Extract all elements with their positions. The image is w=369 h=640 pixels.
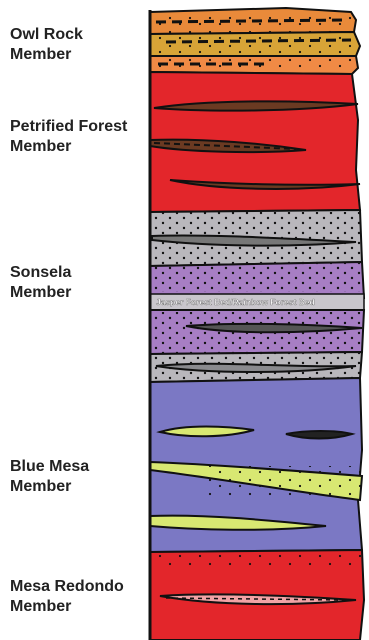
owl-rock-unit xyxy=(150,8,360,74)
owl-rock-label: Owl Rock Member xyxy=(10,25,83,65)
blue-mesa-label-line1: Blue Mesa xyxy=(10,457,89,477)
petrified-forest-label-line1: Petrified Forest xyxy=(10,117,127,137)
sonsela-label-line2: Member xyxy=(10,283,71,303)
petrified-forest-unit xyxy=(150,72,360,212)
sonsela-label: Sonsela Member xyxy=(10,263,71,303)
owl-rock-label-line1: Owl Rock xyxy=(10,25,83,45)
mesa-redondo-speckle xyxy=(150,552,364,566)
blue-mesa-label-line2: Member xyxy=(10,477,89,497)
petrified-forest-label-line2: Member xyxy=(10,137,127,157)
mesa-redondo-unit xyxy=(150,550,364,640)
sonsela-unit: Jasper Forest Bed/Rainbow Forest Bed xyxy=(150,210,364,382)
blue-mesa-unit xyxy=(150,378,362,552)
sonsela-label-line1: Sonsela xyxy=(10,263,71,283)
mesa-redondo-label: Mesa Redondo Member xyxy=(10,577,124,617)
mesa-redondo-label-line2: Member xyxy=(10,597,124,617)
stratigraphic-column: Jasper Forest Bed/Rainbow Forest Bed xyxy=(146,0,369,640)
mesa-redondo-label-line1: Mesa Redondo xyxy=(10,577,124,597)
blue-mesa-lens-2 xyxy=(286,431,352,439)
blue-mesa-label: Blue Mesa Member xyxy=(10,457,89,497)
blue-mesa-dots xyxy=(206,466,362,496)
bed-label-text: Jasper Forest Bed/Rainbow Forest Bed xyxy=(156,297,315,307)
owl-rock-label-line2: Member xyxy=(10,45,83,65)
petrified-forest-label: Petrified Forest Member xyxy=(10,117,127,157)
sonsela-dots xyxy=(150,212,362,292)
